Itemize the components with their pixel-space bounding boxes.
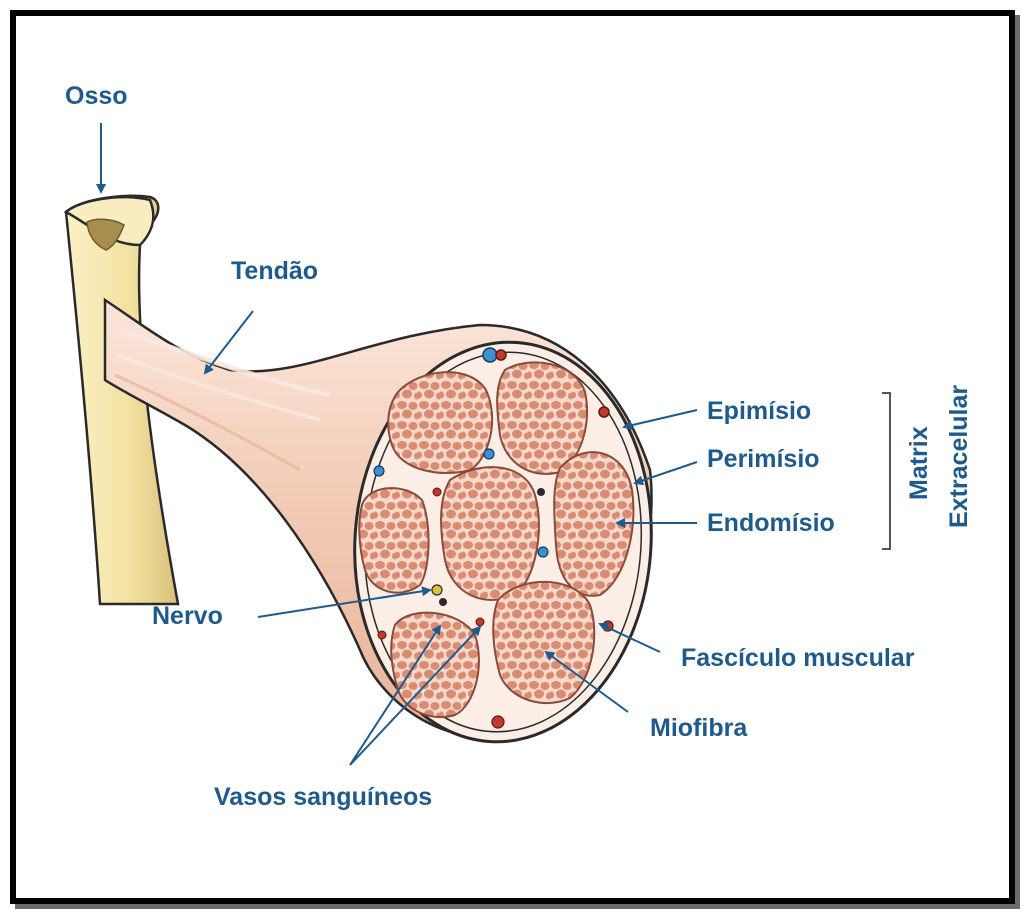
label-matrix: Matrix bbox=[907, 426, 932, 500]
label-tendao: Tendão bbox=[231, 259, 318, 284]
label-perimisio: Perimísio bbox=[707, 447, 820, 472]
label-endomisio: Endomísio bbox=[707, 511, 835, 536]
matrix-bracket bbox=[882, 393, 890, 549]
arrow-tendao bbox=[205, 311, 253, 373]
label-miofibra: Miofibra bbox=[650, 716, 747, 741]
label-extracelular: Extracelular bbox=[947, 385, 972, 528]
label-fasciculo-muscular: Fascículo muscular bbox=[681, 646, 914, 671]
arrow-epimisio bbox=[624, 410, 697, 427]
label-nervo: Nervo bbox=[152, 604, 223, 629]
label-osso: Osso bbox=[65, 84, 128, 109]
label-epimisio: Epimísio bbox=[707, 399, 811, 424]
label-vasos-sanguineos: Vasos sanguíneos bbox=[214, 785, 432, 810]
